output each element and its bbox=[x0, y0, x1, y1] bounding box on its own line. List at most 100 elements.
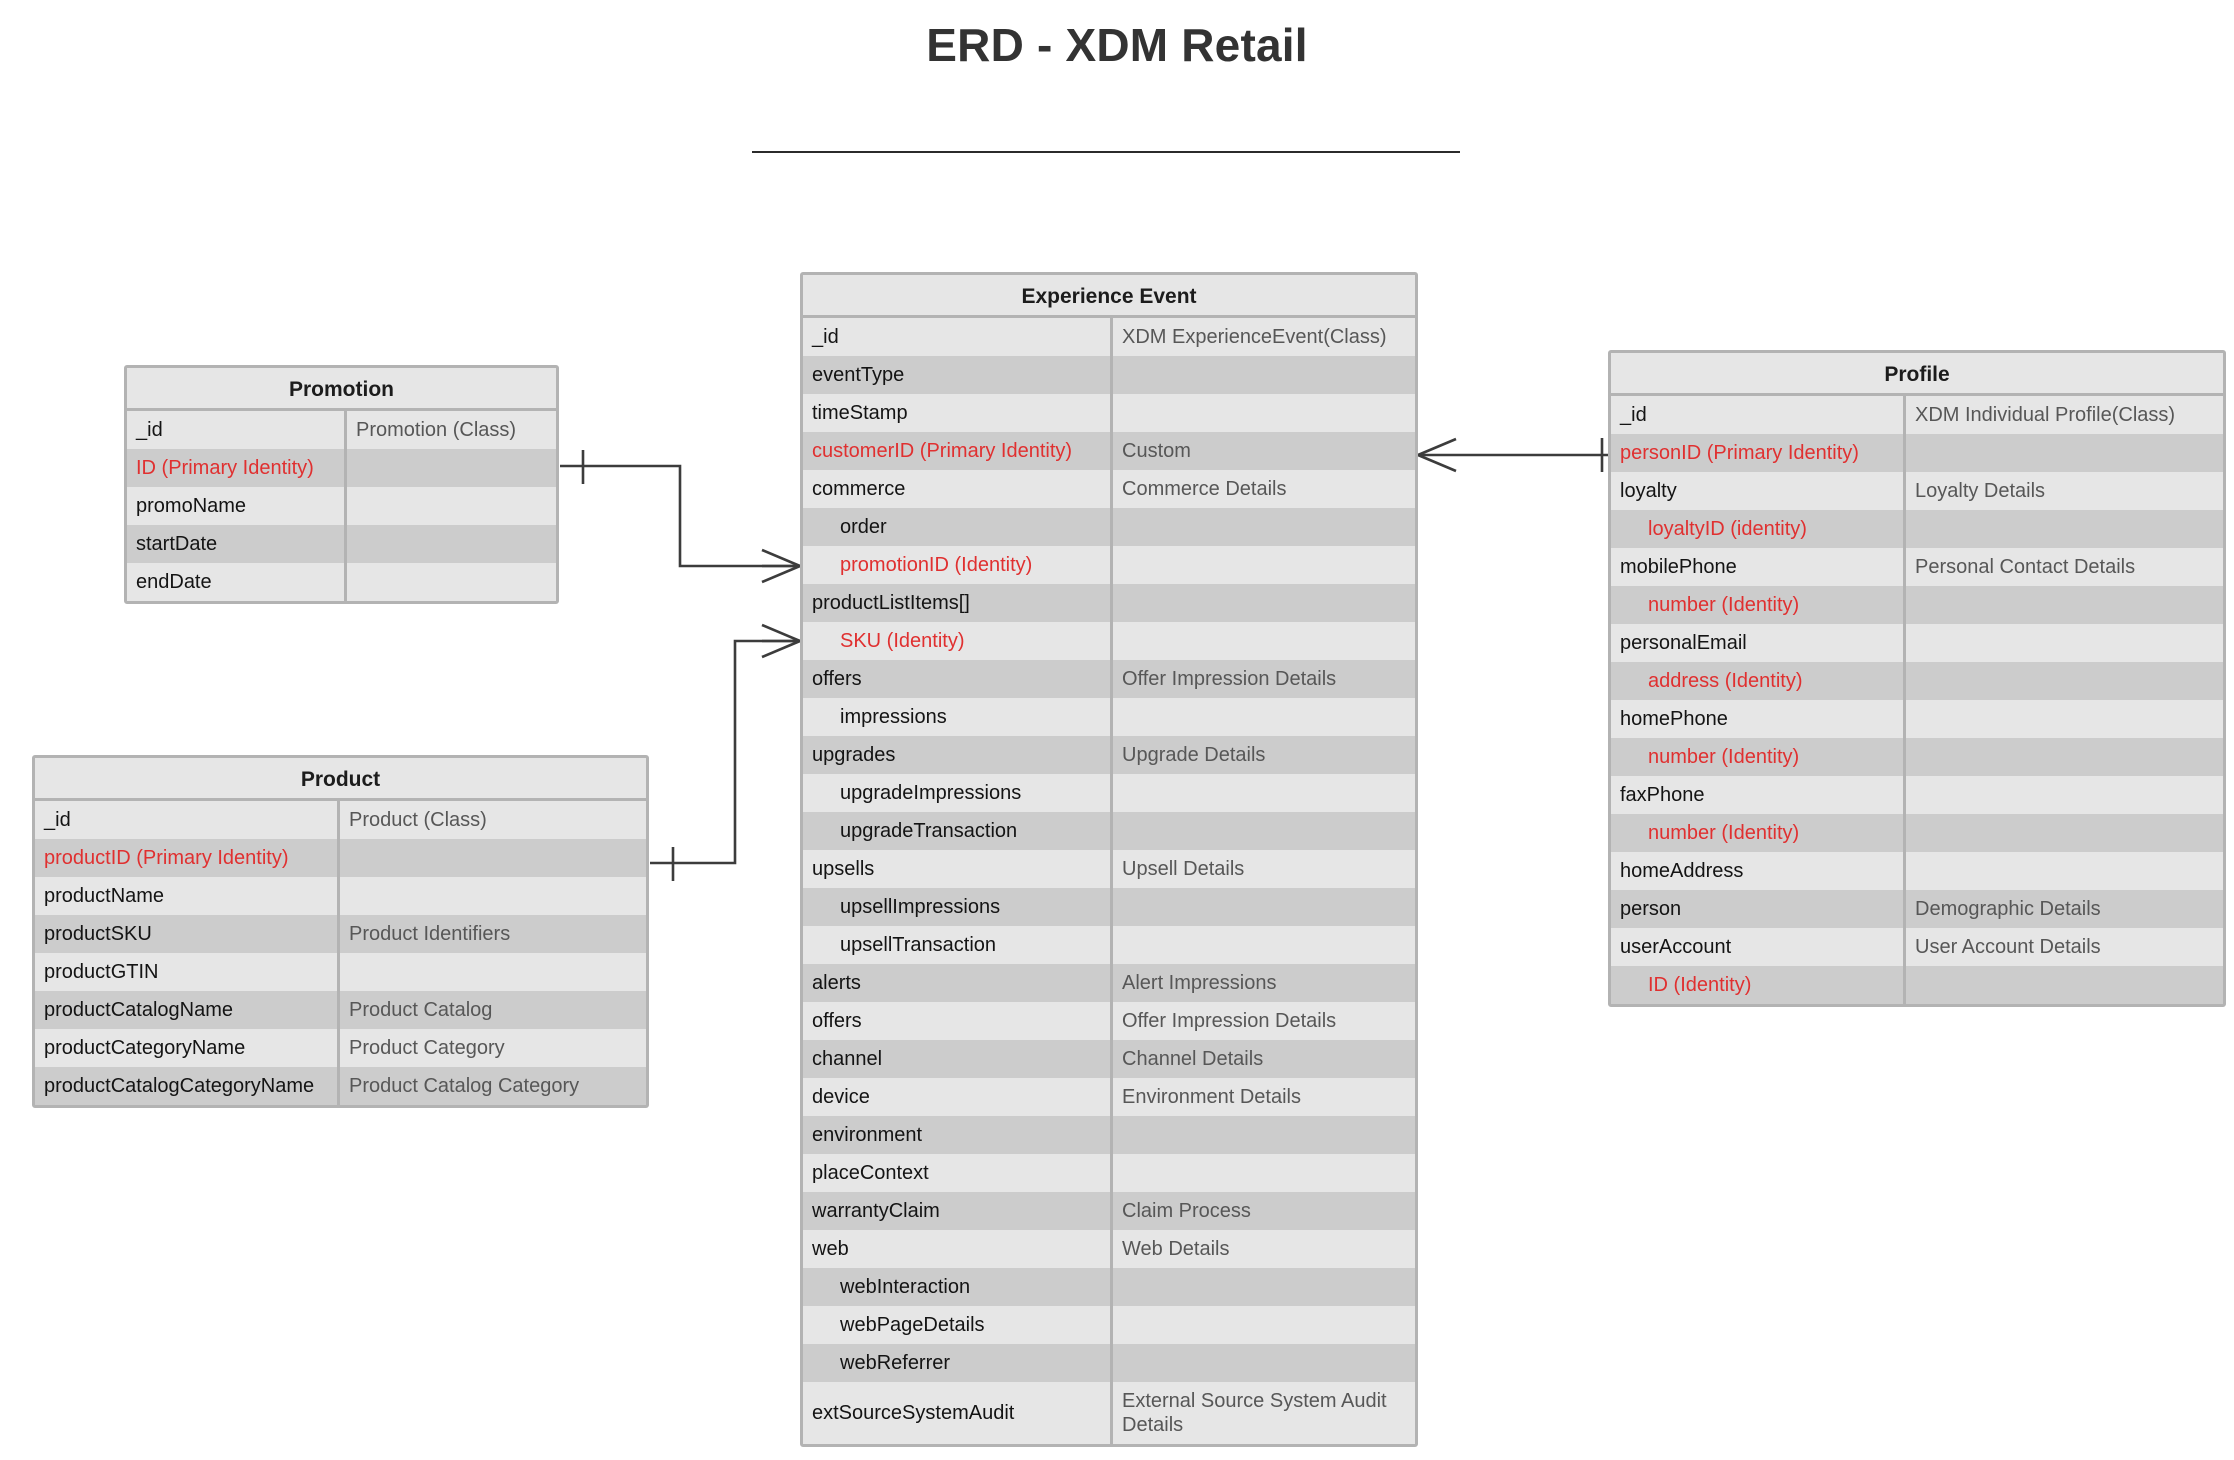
entity-field-row: upsellImpressions bbox=[803, 888, 1415, 926]
field-type: Upgrade Details bbox=[1122, 744, 1266, 766]
entity-field-row: SKU (Identity) bbox=[803, 622, 1415, 660]
field-type: Offer Impression Details bbox=[1122, 1010, 1337, 1032]
field-name: upsells bbox=[803, 850, 1113, 888]
entity-field-row: impressions bbox=[803, 698, 1415, 736]
field-name: address (Identity) bbox=[1611, 662, 1906, 700]
field-type: Promotion (Class) bbox=[356, 419, 517, 441]
entity-field-row: customerID (Primary Identity)Custom bbox=[803, 432, 1415, 470]
field-type: Web Details bbox=[1122, 1238, 1230, 1260]
entity-field-row: personalEmail bbox=[1611, 624, 2223, 662]
field-type bbox=[1113, 546, 1415, 584]
field-name: userAccount bbox=[1611, 928, 1906, 966]
title-block: ERD - XDM Retail bbox=[0, 20, 2234, 71]
entity-field-row: number (Identity) bbox=[1611, 586, 2223, 624]
entity-profile-title: Profile bbox=[1611, 353, 2223, 396]
entity-field-row: promoName bbox=[127, 487, 556, 525]
field-type bbox=[1906, 510, 2223, 548]
entity-field-row: number (Identity) bbox=[1611, 814, 2223, 852]
field-name: impressions bbox=[803, 698, 1113, 736]
field-name: customerID (Primary Identity) bbox=[803, 432, 1113, 470]
field-type: Product Category bbox=[349, 1037, 505, 1059]
field-type: XDM ExperienceEvent(Class) bbox=[1122, 326, 1387, 348]
field-type bbox=[347, 525, 556, 563]
field-name: timeStamp bbox=[803, 394, 1113, 432]
entity-field-row: productGTIN bbox=[35, 953, 646, 991]
field-name: device bbox=[803, 1078, 1113, 1116]
field-name: productName bbox=[35, 877, 340, 915]
entity-field-row: startDate bbox=[127, 525, 556, 563]
field-type: Alert Impressions bbox=[1122, 972, 1277, 994]
entity-field-row: promotionID (Identity) bbox=[803, 546, 1415, 584]
field-type bbox=[1113, 812, 1415, 850]
entity-field-row: timeStamp bbox=[803, 394, 1415, 432]
entity-field-row: endDate bbox=[127, 563, 556, 601]
field-type bbox=[1906, 738, 2223, 776]
field-name: web bbox=[803, 1230, 1113, 1268]
page-title: ERD - XDM Retail bbox=[926, 19, 1308, 71]
field-name: homeAddress bbox=[1611, 852, 1906, 890]
entity-field-row: webInteraction bbox=[803, 1268, 1415, 1306]
field-name: environment bbox=[803, 1116, 1113, 1154]
field-name: productID (Primary Identity) bbox=[35, 839, 340, 877]
field-name: upsellTransaction bbox=[803, 926, 1113, 964]
field-type bbox=[340, 877, 646, 915]
field-type: Channel Details bbox=[1122, 1048, 1264, 1070]
field-name: offers bbox=[803, 660, 1113, 698]
field-name: productSKU bbox=[35, 915, 340, 953]
field-type bbox=[340, 953, 646, 991]
field-type: XDM Individual Profile(Class) bbox=[1915, 404, 2176, 426]
field-name: _id bbox=[35, 801, 340, 839]
field-type bbox=[1113, 1268, 1415, 1306]
field-name: productListItems[] bbox=[803, 584, 1113, 622]
field-name: commerce bbox=[803, 470, 1113, 508]
field-name: _id bbox=[127, 411, 347, 449]
field-type bbox=[1906, 662, 2223, 700]
field-type bbox=[347, 487, 556, 525]
field-name: ID (Identity) bbox=[1611, 966, 1906, 1004]
field-type bbox=[1113, 1116, 1415, 1154]
field-name: productCategoryName bbox=[35, 1029, 340, 1067]
entity-field-row: environment bbox=[803, 1116, 1415, 1154]
field-name: placeContext bbox=[803, 1154, 1113, 1192]
field-type: Demographic Details bbox=[1915, 898, 2101, 920]
field-type: Environment Details bbox=[1122, 1086, 1301, 1108]
field-type bbox=[1906, 624, 2223, 662]
field-name: _id bbox=[803, 318, 1113, 356]
field-name: upgradeTransaction bbox=[803, 812, 1113, 850]
field-type: Product Catalog Category bbox=[349, 1075, 580, 1097]
entity-field-row: ID (Primary Identity) bbox=[127, 449, 556, 487]
entity-field-row: upsellTransaction bbox=[803, 926, 1415, 964]
field-name: productCatalogName bbox=[35, 991, 340, 1029]
entity-field-row: webReferrer bbox=[803, 1344, 1415, 1382]
field-name: personalEmail bbox=[1611, 624, 1906, 662]
field-name: eventType bbox=[803, 356, 1113, 394]
field-name: personID (Primary Identity) bbox=[1611, 434, 1906, 472]
field-type bbox=[1113, 888, 1415, 926]
entity-field-row: ID (Identity) bbox=[1611, 966, 2223, 1004]
field-type bbox=[1906, 814, 2223, 852]
field-type bbox=[347, 563, 556, 601]
entity-field-row: upgradeTransaction bbox=[803, 812, 1415, 850]
field-name: loyalty bbox=[1611, 472, 1906, 510]
field-name: mobilePhone bbox=[1611, 548, 1906, 586]
field-name: number (Identity) bbox=[1611, 738, 1906, 776]
connector-promotion-to-experience-event bbox=[560, 450, 801, 584]
field-type bbox=[1906, 700, 2223, 738]
field-name: upgrades bbox=[803, 736, 1113, 774]
field-type bbox=[1906, 966, 2223, 1004]
field-name: number (Identity) bbox=[1611, 814, 1906, 852]
entity-field-row: upgradeImpressions bbox=[803, 774, 1415, 812]
